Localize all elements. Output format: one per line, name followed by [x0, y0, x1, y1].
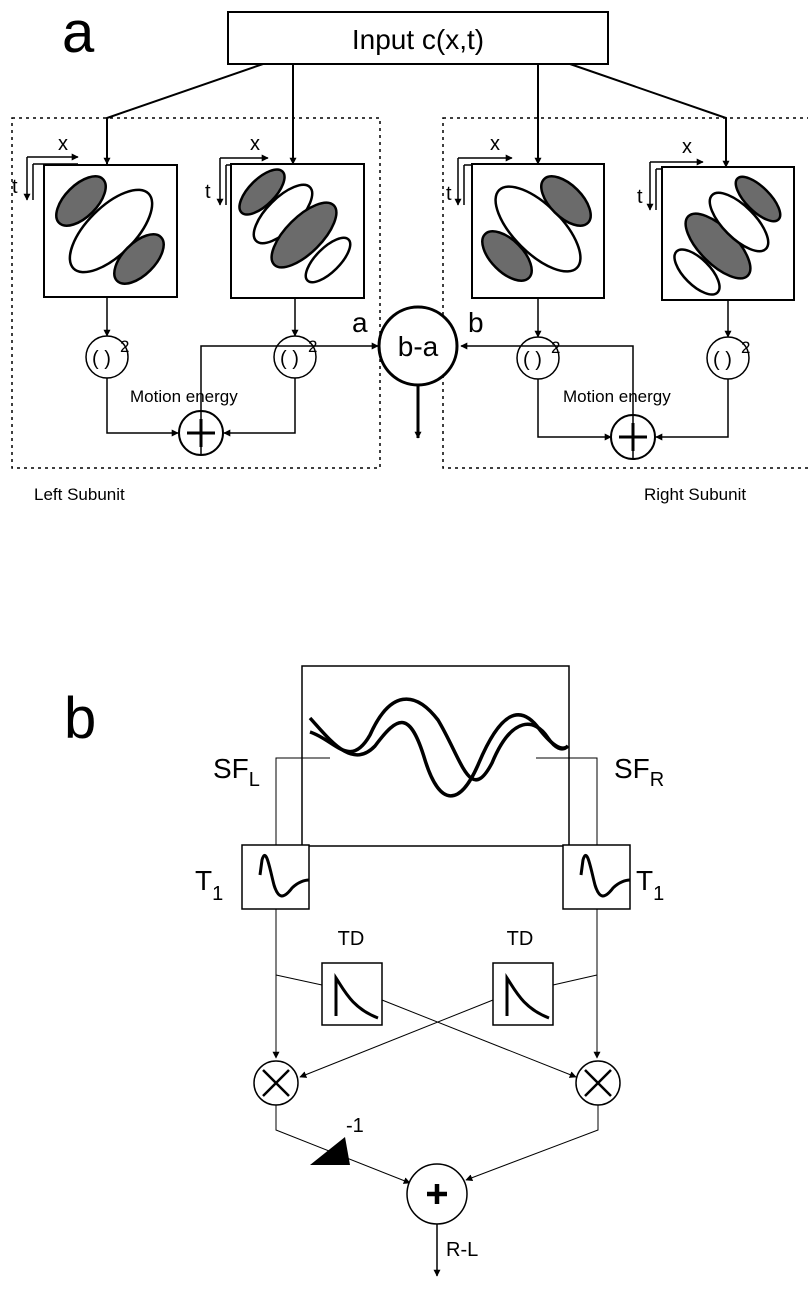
opponent-input-b: b: [468, 307, 484, 338]
gain-label: -1: [346, 1115, 364, 1137]
td-filter-left: [321, 962, 383, 1026]
axis-x-label-4: x: [682, 136, 692, 158]
svg-text:( ): ( ): [92, 348, 111, 370]
panel-b: b SFL SFR T1 T1 TD TD: [64, 665, 664, 1277]
panel-a-letter: a: [62, 0, 95, 65]
sf-right-label: SFR: [614, 753, 664, 791]
sf-left-label: SFL: [213, 753, 260, 791]
svg-text:2: 2: [120, 337, 129, 356]
multiply-node-left: [253, 1060, 299, 1106]
right-subunit-box: [442, 117, 808, 469]
axis-x-label-1: x: [58, 133, 68, 155]
left-subunit-box: [11, 117, 381, 469]
td-label-right: TD: [507, 928, 534, 950]
svg-text:2: 2: [551, 338, 560, 357]
axis-t-label-3: t: [446, 183, 452, 205]
filter-3: [471, 163, 605, 299]
motion-energy-label-left: Motion energy: [130, 387, 238, 406]
svg-text:( ): ( ): [713, 349, 732, 371]
right-subunit-label: Right Subunit: [644, 485, 746, 504]
left-subunit-label: Left Subunit: [34, 485, 125, 504]
t1-filter-right: [562, 844, 631, 910]
t1-label-left: T1: [195, 865, 223, 905]
output-label: R-L: [446, 1239, 478, 1261]
square-node-4: ( ) 2: [706, 336, 750, 380]
square-node-2: ( ) 2: [273, 335, 317, 379]
spatial-filter-curve-right: [308, 713, 570, 798]
svg-text:( ): ( ): [280, 348, 299, 370]
td-filter-right: [492, 962, 554, 1026]
multiply-to-sum-lines: [275, 1105, 599, 1184]
filter-1: [43, 164, 178, 298]
axis-t-label-4: t: [637, 186, 643, 208]
input-arrows: [103, 63, 730, 168]
sum-to-opponent-arrows: [200, 342, 634, 459]
filter-to-square-arrows: [103, 297, 732, 338]
motion-energy-label-right: Motion energy: [563, 387, 671, 406]
axis-t-label-1: t: [12, 176, 18, 198]
spatial-filter-box: [301, 665, 570, 847]
input-box: [227, 11, 609, 65]
filter-4: [661, 166, 795, 301]
panel-b-letter: b: [64, 686, 96, 751]
svg-text:( ): ( ): [523, 349, 542, 371]
t1-label-right: T1: [636, 865, 664, 905]
svg-text:b-a: b-a: [398, 331, 439, 362]
t1-filter-left: [241, 844, 310, 910]
input-label: Input c(x,t): [352, 24, 484, 55]
svg-text:2: 2: [741, 338, 750, 357]
square-node-3: ( ) 2: [516, 336, 560, 380]
axis-t-label-2: t: [205, 181, 211, 203]
sf-to-t1-lines: [275, 757, 598, 845]
filter-2: [230, 163, 365, 299]
input-arrow-4: [569, 63, 730, 168]
opponent-node: b-a: [377, 305, 459, 387]
multiply-node-right: [575, 1060, 621, 1106]
cross-wiring: [272, 909, 601, 1078]
axis-x-label-3: x: [490, 133, 500, 155]
panel-a: a Input c(x,t) x t x: [11, 0, 808, 504]
final-sum-node: [406, 1163, 468, 1225]
opponent-input-a: a: [352, 307, 368, 338]
axis-x-label-2: x: [250, 133, 260, 155]
gain-triangle: [310, 1137, 350, 1165]
td-label-left: TD: [338, 928, 365, 950]
square-node-1: ( ) 2: [85, 335, 129, 379]
input-arrow-1: [103, 63, 264, 165]
square-to-sum-arrows: [106, 378, 729, 441]
